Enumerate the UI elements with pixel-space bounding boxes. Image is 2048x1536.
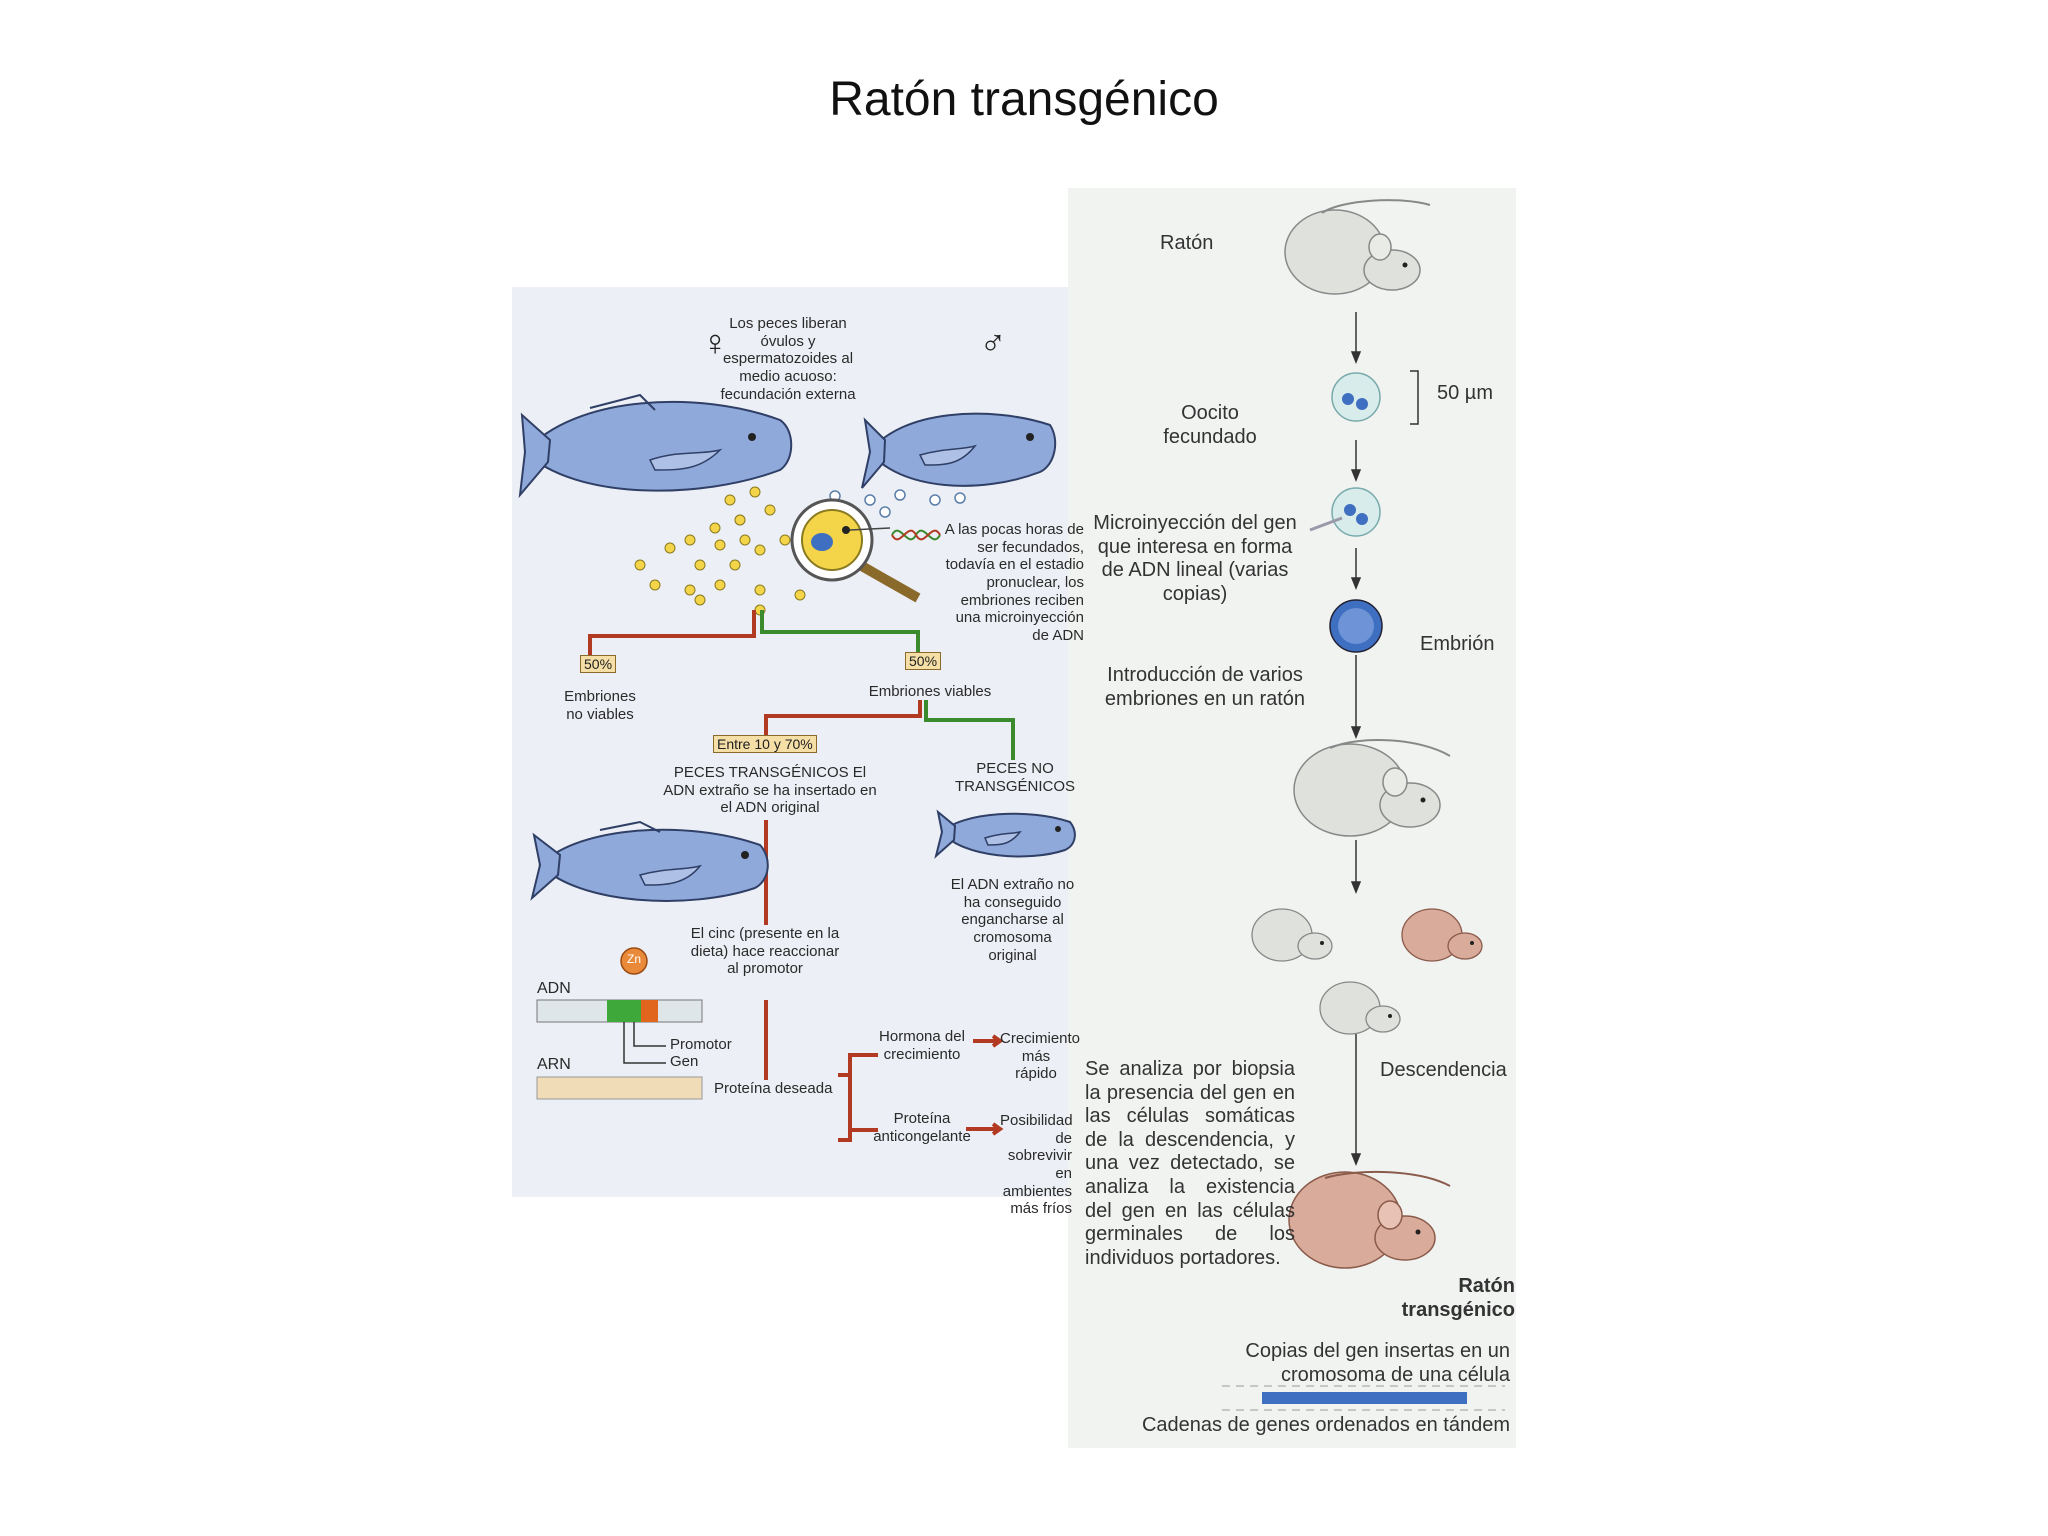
mouse-label: Ratón <box>1160 232 1214 254</box>
embryo-label: Embrión <box>1420 633 1495 655</box>
transgenic-fish-text: PECES TRANSGÉNICOS El ADN extraño se ha … <box>663 764 877 817</box>
eggs-cloud <box>634 486 806 616</box>
gene-copies-text: Copias del gen insertas en un cromosoma … <box>1245 1340 1510 1386</box>
offspring-label: Descendencia <box>1380 1059 1507 1081</box>
release-text: Los peces liberan óvulos y espermatozoid… <box>720 315 856 403</box>
nontransgenic-text: El ADN extraño no ha conseguido engancha… <box>950 876 1075 964</box>
antifreeze-label: Proteína anticongelante <box>873 1110 971 1145</box>
injected-oocyte <box>1309 487 1381 537</box>
microinjection-text: Microinyección del gen que interesa en f… <box>1093 512 1297 605</box>
promoter-label: Promotor <box>670 1036 732 1053</box>
hormone-label: Hormona del crecimiento <box>879 1028 965 1063</box>
transgenic-mouse <box>1288 1170 1451 1269</box>
scale-label: 50 µm <box>1437 382 1493 404</box>
protein-label: Proteína deseada <box>714 1080 833 1097</box>
introduction-text: Introducción de varios embriones en un r… <box>1104 664 1306 710</box>
non-transgenic-fish <box>934 809 1076 859</box>
transgenic-mouse-label: Ratón transgénico <box>1401 1275 1515 1321</box>
tandem-text: Cadenas de genes ordenados en tándem <box>1141 1414 1510 1436</box>
female-symbol: ♀ <box>701 322 729 363</box>
male-symbol: ♂ <box>979 322 1007 363</box>
flow-arrows <box>1350 312 1362 1167</box>
mouse-top <box>1284 199 1431 295</box>
gene-label: Gen <box>670 1053 699 1070</box>
zinc-symbol: Zn <box>626 952 641 966</box>
oocyte-label: Oocito fecundado <box>1163 402 1257 448</box>
growth-label: Crecimiento más rápido <box>1000 1030 1081 1083</box>
dna-label: ADN <box>537 980 571 997</box>
biopsy-text: Se analiza por biopsia la presencia del … <box>1085 1058 1295 1269</box>
percent-nonviable-tag: 50% <box>580 655 617 673</box>
dna-helix <box>891 529 941 541</box>
mouse-foster <box>1293 739 1451 837</box>
transgenic-fish <box>530 820 769 902</box>
nontransgenic-title: PECES NO TRANSGÉNICOS <box>955 760 1076 795</box>
percent-range-tag: Entre 10 y 70% <box>713 735 817 753</box>
survival-label: Posibilidad de sobrevivir en ambientes m… <box>1000 1112 1073 1218</box>
female-fish <box>518 393 793 499</box>
viable-label: Embriones viables <box>868 683 992 700</box>
zinc-text: El cinc (presente en la dieta) hace reac… <box>690 925 840 978</box>
nonviable-label: Embriones no viables <box>564 688 636 723</box>
magnifier-egg <box>790 498 921 603</box>
scale-bracket <box>1410 370 1419 425</box>
embryo-blastocyst <box>1329 599 1383 653</box>
percent-viable-tag: 50% <box>905 652 942 670</box>
male-fish <box>861 412 1057 489</box>
rna-label: ARN <box>537 1056 571 1073</box>
injection-text: A las pocas horas de ser fecundados, tod… <box>944 521 1084 645</box>
slide-title: Ratón transgénico <box>829 73 1219 126</box>
fertilized-oocyte <box>1331 372 1381 422</box>
zinc-atom-icon <box>620 947 648 975</box>
tandem-chromosome <box>1222 1385 1505 1411</box>
offspring-mice <box>1251 908 1483 1035</box>
dna-bar <box>536 999 703 1064</box>
mouse-diagram-panel <box>1068 188 1516 1448</box>
sperm-bubbles <box>829 489 966 518</box>
rna-bar <box>536 1076 703 1100</box>
